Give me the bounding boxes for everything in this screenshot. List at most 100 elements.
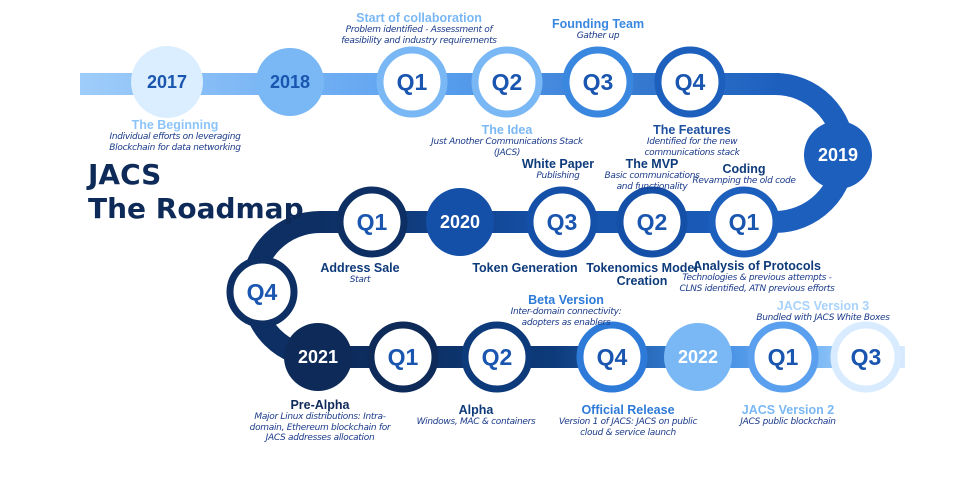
- milestone-title: Creation: [616, 274, 668, 288]
- milestone-title: White Paper: [521, 157, 595, 171]
- milestone-collaboration: Start of collaboration Problem identifie…: [341, 11, 497, 46]
- milestone-desc: Bundled with JACS White Boxes: [756, 313, 890, 323]
- milestone-title: The Beginning: [131, 118, 219, 132]
- milestone-mvp: The MVP Basic communications and functio…: [605, 158, 700, 192]
- milestone-desc: adopters as enablers: [521, 317, 611, 328]
- node-2021-q1: Q1: [367, 321, 439, 393]
- milestone-desc: cloud & service launch: [580, 427, 676, 438]
- milestone-desc: Gather up: [576, 31, 620, 41]
- milestone-title: The Idea: [481, 123, 533, 137]
- svg-text:Q3: Q3: [583, 69, 614, 95]
- svg-text:Q1: Q1: [357, 209, 388, 235]
- milestone-address-sale: Address Sale Start: [320, 262, 399, 286]
- milestone-founding-team: Founding Team Gather up: [552, 18, 644, 42]
- node-2020: 2020: [426, 188, 494, 256]
- milestone-desc: communications stack: [644, 147, 740, 158]
- node-2019-q2: Q2: [616, 186, 688, 258]
- svg-text:2017: 2017: [147, 72, 187, 92]
- milestone-title: Pre-Alpha: [290, 398, 350, 412]
- svg-text:Q4: Q4: [675, 69, 706, 95]
- milestone-desc: JACS addresses allocation: [265, 433, 375, 443]
- node-2019-q1: Q1: [708, 186, 780, 258]
- node-2021-q2: Q2: [461, 321, 533, 393]
- milestone-title: Beta Version: [528, 293, 604, 307]
- svg-text:Q1: Q1: [397, 69, 428, 95]
- milestone-title: Coding: [722, 162, 766, 176]
- svg-text:2022: 2022: [678, 347, 718, 367]
- milestone-features: The Features Identified for the new comm…: [644, 124, 739, 158]
- milestone-desc: Individual efforts on leveraging: [109, 132, 241, 142]
- milestone-token-generation: Token Generation: [472, 262, 577, 275]
- milestone-pre-alpha: Pre-Alpha Major Linux distributions: Int…: [250, 399, 391, 444]
- milestone-desc: Revamping the old code: [692, 176, 796, 186]
- milestone-white-paper: White Paper Publishing: [522, 158, 594, 182]
- milestone-title: The Features: [653, 123, 731, 137]
- node-2020-q4: Q4: [226, 256, 298, 328]
- milestone-desc: Start: [349, 275, 371, 285]
- milestone-title: Analysis of Protocols: [693, 259, 821, 273]
- milestone-desc: and functionality: [616, 181, 688, 192]
- node-2017: 2017: [131, 46, 203, 118]
- node-2019-q3: Q3: [526, 186, 598, 258]
- svg-text:Q1: Q1: [729, 209, 760, 235]
- page-title: JACS The Roadmap: [88, 158, 304, 226]
- node-2019: 2019: [804, 121, 872, 189]
- node-2022: 2022: [664, 323, 732, 391]
- title-line-1: JACS: [88, 158, 162, 191]
- milestone-beta: Beta Version Inter-domain connectivity: …: [511, 294, 622, 328]
- milestone-idea: The Idea Just Another Communications Sta…: [431, 124, 583, 158]
- node-2018-q1: Q1: [376, 46, 448, 118]
- node-2018-q4: Q4: [654, 46, 726, 118]
- svg-text:Q4: Q4: [247, 279, 278, 305]
- svg-text:2019: 2019: [818, 145, 858, 165]
- milestone-title: Tokenomics Model: [586, 261, 698, 275]
- svg-text:Q3: Q3: [547, 209, 578, 235]
- milestone-title: JACS Version 3: [776, 299, 870, 313]
- milestone-desc: Publishing: [536, 171, 580, 181]
- milestone-desc: Identified for the new: [646, 137, 738, 147]
- milestone-desc: domain, Ethereum blockchain for: [249, 422, 391, 433]
- svg-text:2018: 2018: [270, 72, 310, 92]
- milestone-official-release: Official Release Version 1 of JACS: JACS…: [559, 404, 698, 438]
- svg-text:2021: 2021: [298, 347, 338, 367]
- milestone-desc: Just Another Communications Stack: [431, 137, 583, 147]
- milestone-title: Address Sale: [320, 261, 400, 275]
- milestone-desc: CLNS identified, ATN previous efforts: [679, 283, 835, 294]
- milestone-coding: Coding Revamping the old code: [692, 162, 796, 187]
- node-2022-q3: Q3: [830, 321, 902, 393]
- milestone-desc: Inter-domain connectivity:: [510, 307, 622, 317]
- milestone-title: Founding Team: [551, 17, 645, 31]
- title-line-2: The Roadmap: [88, 192, 304, 225]
- milestone-title: Start of collaboration: [356, 11, 482, 25]
- milestone-desc: Windows, MAC & containers: [416, 417, 536, 427]
- node-2018-q2: Q2: [471, 46, 543, 118]
- node-2018: 2018: [256, 48, 324, 116]
- milestone-analysis-protocols: Analysis of Protocols Technologies & pre…: [679, 260, 834, 294]
- svg-text:Q1: Q1: [388, 344, 419, 370]
- svg-text:Q3: Q3: [851, 344, 882, 370]
- milestone-title: Token Generation: [472, 261, 578, 275]
- svg-text:Q4: Q4: [597, 344, 628, 370]
- svg-text:Q2: Q2: [637, 209, 668, 235]
- milestone-desc: Problem identified - Assessment of: [345, 25, 493, 35]
- svg-text:Q2: Q2: [482, 344, 513, 370]
- milestone-desc: feasibility and industry requirements: [341, 35, 497, 46]
- milestone-desc: JACS public blockchain: [740, 417, 836, 427]
- milestone-jacs-v3: JACS Version 3 Bundled with JACS White B…: [756, 299, 890, 324]
- milestone-title: JACS Version 2: [741, 403, 835, 417]
- svg-text:2020: 2020: [440, 212, 480, 232]
- milestone-title: Alpha: [458, 403, 494, 417]
- milestone-desc: (JACS): [493, 147, 521, 158]
- milestone-desc: Blockchain for data networking: [109, 142, 241, 153]
- node-2018-q3: Q3: [562, 46, 634, 118]
- svg-text:Q2: Q2: [492, 69, 523, 95]
- node-2021-q4: Q4: [576, 321, 648, 393]
- milestone-jacs-v2: JACS Version 2 JACS public blockchain: [740, 403, 836, 428]
- milestone-alpha: Alpha Windows, MAC & containers: [417, 404, 536, 428]
- node-2020-q1: Q1: [336, 186, 408, 258]
- node-2021: 2021: [284, 323, 352, 391]
- node-2022-q1: Q1: [747, 321, 819, 393]
- milestone-desc: Basic communications: [604, 171, 700, 181]
